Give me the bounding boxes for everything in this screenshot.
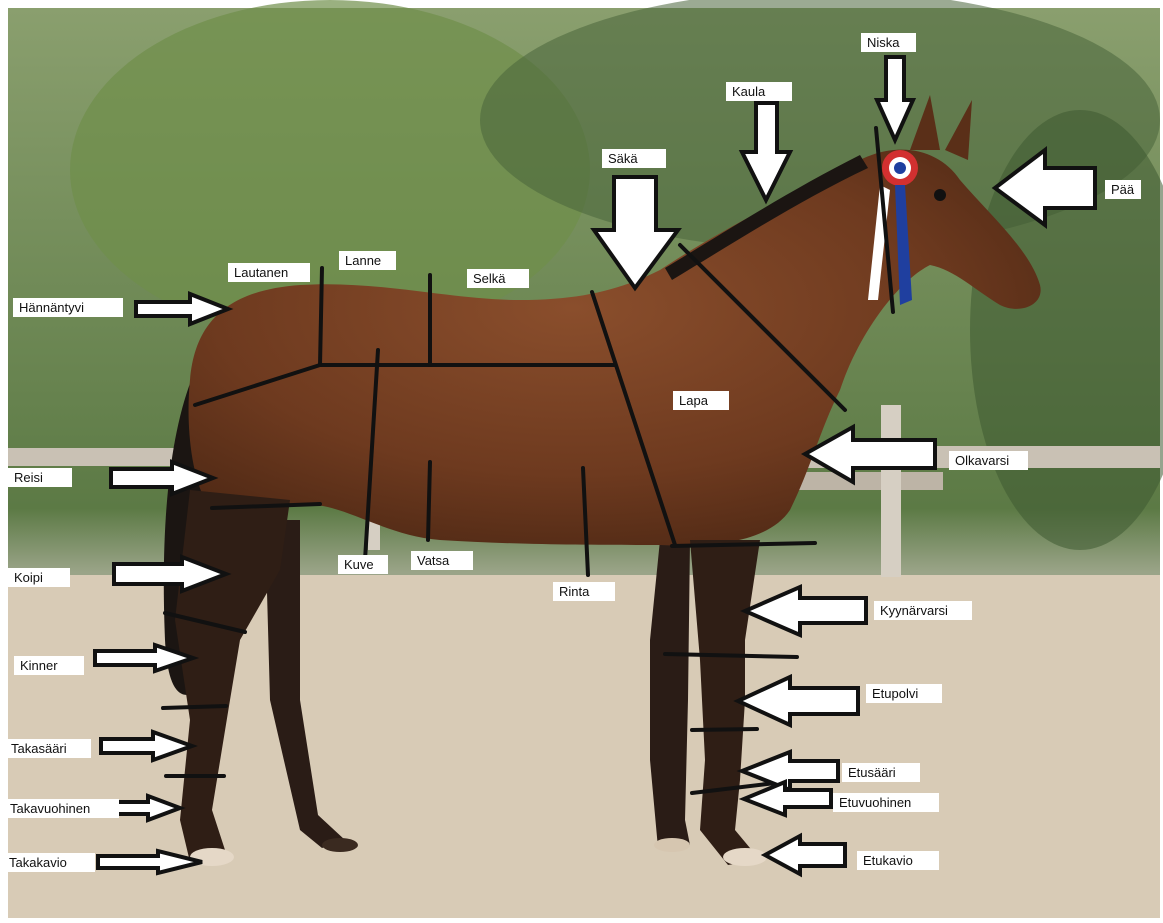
label-etupolvi: Etupolvi (866, 684, 942, 703)
label-kyynarvarsi: Kyynärvarsi (874, 601, 972, 620)
label-lanne: Lanne (339, 251, 396, 270)
horse-fore-leg-far (650, 540, 690, 848)
label-lapa: Lapa (673, 391, 729, 410)
fence-rail (795, 472, 943, 490)
horse-eye (934, 189, 946, 201)
label-lautanen: Lautanen (228, 263, 310, 282)
label-selka: Selkä (467, 269, 529, 288)
label-takakavio: Takakavio (3, 853, 95, 872)
label-niska: Niska (861, 33, 916, 52)
rosette (894, 162, 906, 174)
label-etukavio: Etukavio (857, 851, 939, 870)
label-vatsa: Vatsa (411, 551, 473, 570)
label-kaula: Kaula (726, 82, 792, 101)
horse-hoof (322, 838, 358, 852)
label-etusaari: Etusääri (842, 763, 920, 782)
label-hannantyvi: Hännäntyvi (13, 298, 123, 317)
fence-post (881, 405, 901, 577)
horse-hoof (654, 838, 690, 852)
label-olkavarsi: Olkavarsi (949, 451, 1028, 470)
label-saka: Säkä (602, 149, 666, 168)
label-koipi: Koipi (8, 568, 70, 587)
horse-hoof (723, 848, 767, 866)
label-reisi: Reisi (8, 468, 72, 487)
label-kuve: Kuve (338, 555, 388, 574)
label-kinner: Kinner (14, 656, 84, 675)
label-takavuohinen: Takavuohinen (4, 799, 119, 818)
label-etuvuohinen: Etuvuohinen (833, 793, 939, 812)
label-takasaari: Takasääri (5, 739, 91, 758)
label-paa: Pää (1105, 180, 1141, 199)
label-rinta: Rinta (553, 582, 615, 601)
